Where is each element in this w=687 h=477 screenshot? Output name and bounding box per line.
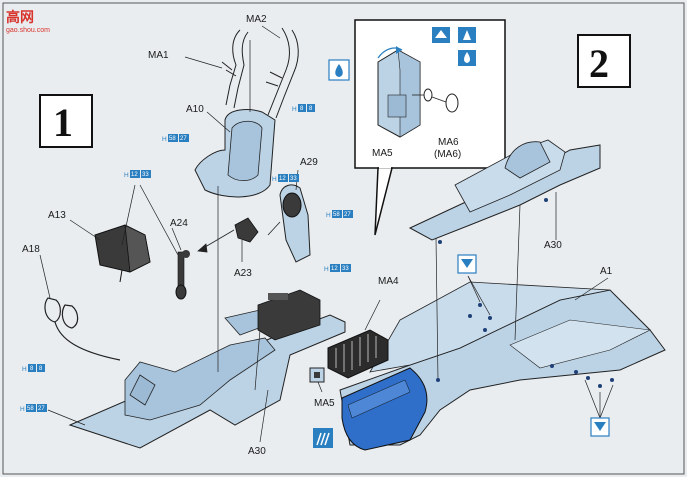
label-a23: A23 — [234, 268, 252, 279]
drill-icon-bottom — [590, 417, 610, 437]
label-ma5-step2: MA5 — [314, 398, 335, 409]
svg-text:H: H — [124, 172, 129, 179]
drop-icon — [328, 59, 350, 81]
part-blue-panel — [341, 367, 428, 451]
part-a23 — [234, 217, 259, 243]
svg-text:58: 58 — [27, 406, 34, 412]
hole-markers — [436, 198, 614, 388]
label-a24: A24 — [170, 218, 188, 229]
paint-code-h12-c: H 12 33 — [324, 264, 351, 273]
label-ma2: MA2 — [246, 14, 267, 25]
svg-text:33: 33 — [142, 172, 149, 178]
paint-icons-inset — [432, 27, 476, 66]
decal-icon — [313, 428, 333, 448]
part-control-box — [257, 289, 321, 341]
watermark-logo: 高网 gao.shou.com — [6, 9, 50, 34]
svg-text:12: 12 — [131, 172, 138, 178]
label-ma6-inset: MA6 — [438, 137, 459, 148]
part-a24-stick — [175, 250, 190, 300]
paint-code-h58-a: H 58 27 — [162, 134, 189, 143]
svg-text:H: H — [326, 212, 331, 219]
step-1-badge: 1 — [39, 94, 93, 148]
part-a10-seat — [194, 109, 276, 198]
label-a30-step1: A30 — [248, 446, 266, 457]
svg-text:8: 8 — [30, 366, 34, 372]
svg-text:8: 8 — [309, 106, 313, 112]
paint-code-h12-b: H 12 33 — [272, 174, 299, 183]
label-a18: A18 — [22, 244, 40, 255]
label-a30-step2: A30 — [544, 240, 562, 251]
svg-text:H: H — [272, 176, 277, 183]
part-labels: MA1 MA2 A10 A29 A13 A24 A18 A23 A30 MA5 … — [22, 14, 613, 457]
svg-text:8: 8 — [300, 106, 304, 112]
svg-text:H: H — [162, 136, 167, 143]
label-ma6-paren: (MA6) — [434, 149, 461, 160]
paint-code-h58-b: H 58 27 — [326, 210, 353, 219]
part-ma2-harness — [265, 27, 299, 119]
svg-text:H: H — [324, 266, 329, 273]
label-a29: A29 — [300, 157, 318, 168]
label-ma5-inset: MA5 — [372, 148, 393, 159]
drill-icon-top — [457, 254, 477, 274]
svg-text:58: 58 — [169, 136, 176, 142]
watermark-url: gao.shou.com — [6, 27, 50, 34]
svg-text:33: 33 — [342, 266, 349, 272]
svg-text:8: 8 — [39, 366, 43, 372]
part-ma5 — [309, 367, 325, 383]
svg-text:H: H — [22, 366, 27, 373]
svg-text:58: 58 — [333, 212, 340, 218]
paint-code-h8-a: H 8 8 — [292, 104, 315, 113]
watermark-brand: 高网 — [6, 9, 34, 26]
paint-code-h58-c: H 58 27 — [20, 404, 47, 413]
part-ma1-harness — [221, 29, 249, 109]
part-a30-tub — [408, 139, 601, 241]
svg-text:12: 12 — [331, 266, 338, 272]
svg-text:H: H — [292, 106, 297, 113]
label-ma4: MA4 — [378, 276, 399, 287]
paint-code-h12-a: H 12 33 — [124, 170, 151, 179]
leader-lines-step2 — [317, 192, 614, 419]
svg-text:H: H — [20, 406, 25, 413]
part-a13-box — [94, 224, 151, 283]
step-1-number: 1 — [53, 100, 73, 145]
leader-lines-step1 — [39, 25, 299, 443]
paint-code-h8-b: H 8 8 — [22, 364, 45, 373]
assembly-arrows — [197, 221, 281, 253]
svg-text:12: 12 — [279, 176, 286, 182]
leader-paint-floor — [47, 409, 86, 426]
svg-text:33: 33 — [290, 176, 297, 182]
part-a29-panel — [279, 184, 311, 263]
part-a18 — [44, 297, 121, 361]
label-a10: A10 — [186, 104, 204, 115]
step-2-badge: 2 — [577, 34, 631, 88]
label-a1: A1 — [600, 266, 613, 277]
part-a30-floor — [68, 309, 346, 449]
part-ma4-grille — [327, 329, 389, 379]
svg-text:27: 27 — [38, 406, 45, 412]
svg-text:27: 27 — [344, 212, 351, 218]
step-2-number: 2 — [589, 41, 609, 86]
label-a13: A13 — [48, 210, 66, 221]
label-ma1: MA1 — [148, 50, 169, 61]
svg-text:27: 27 — [180, 136, 187, 142]
detail-inset — [354, 19, 506, 236]
